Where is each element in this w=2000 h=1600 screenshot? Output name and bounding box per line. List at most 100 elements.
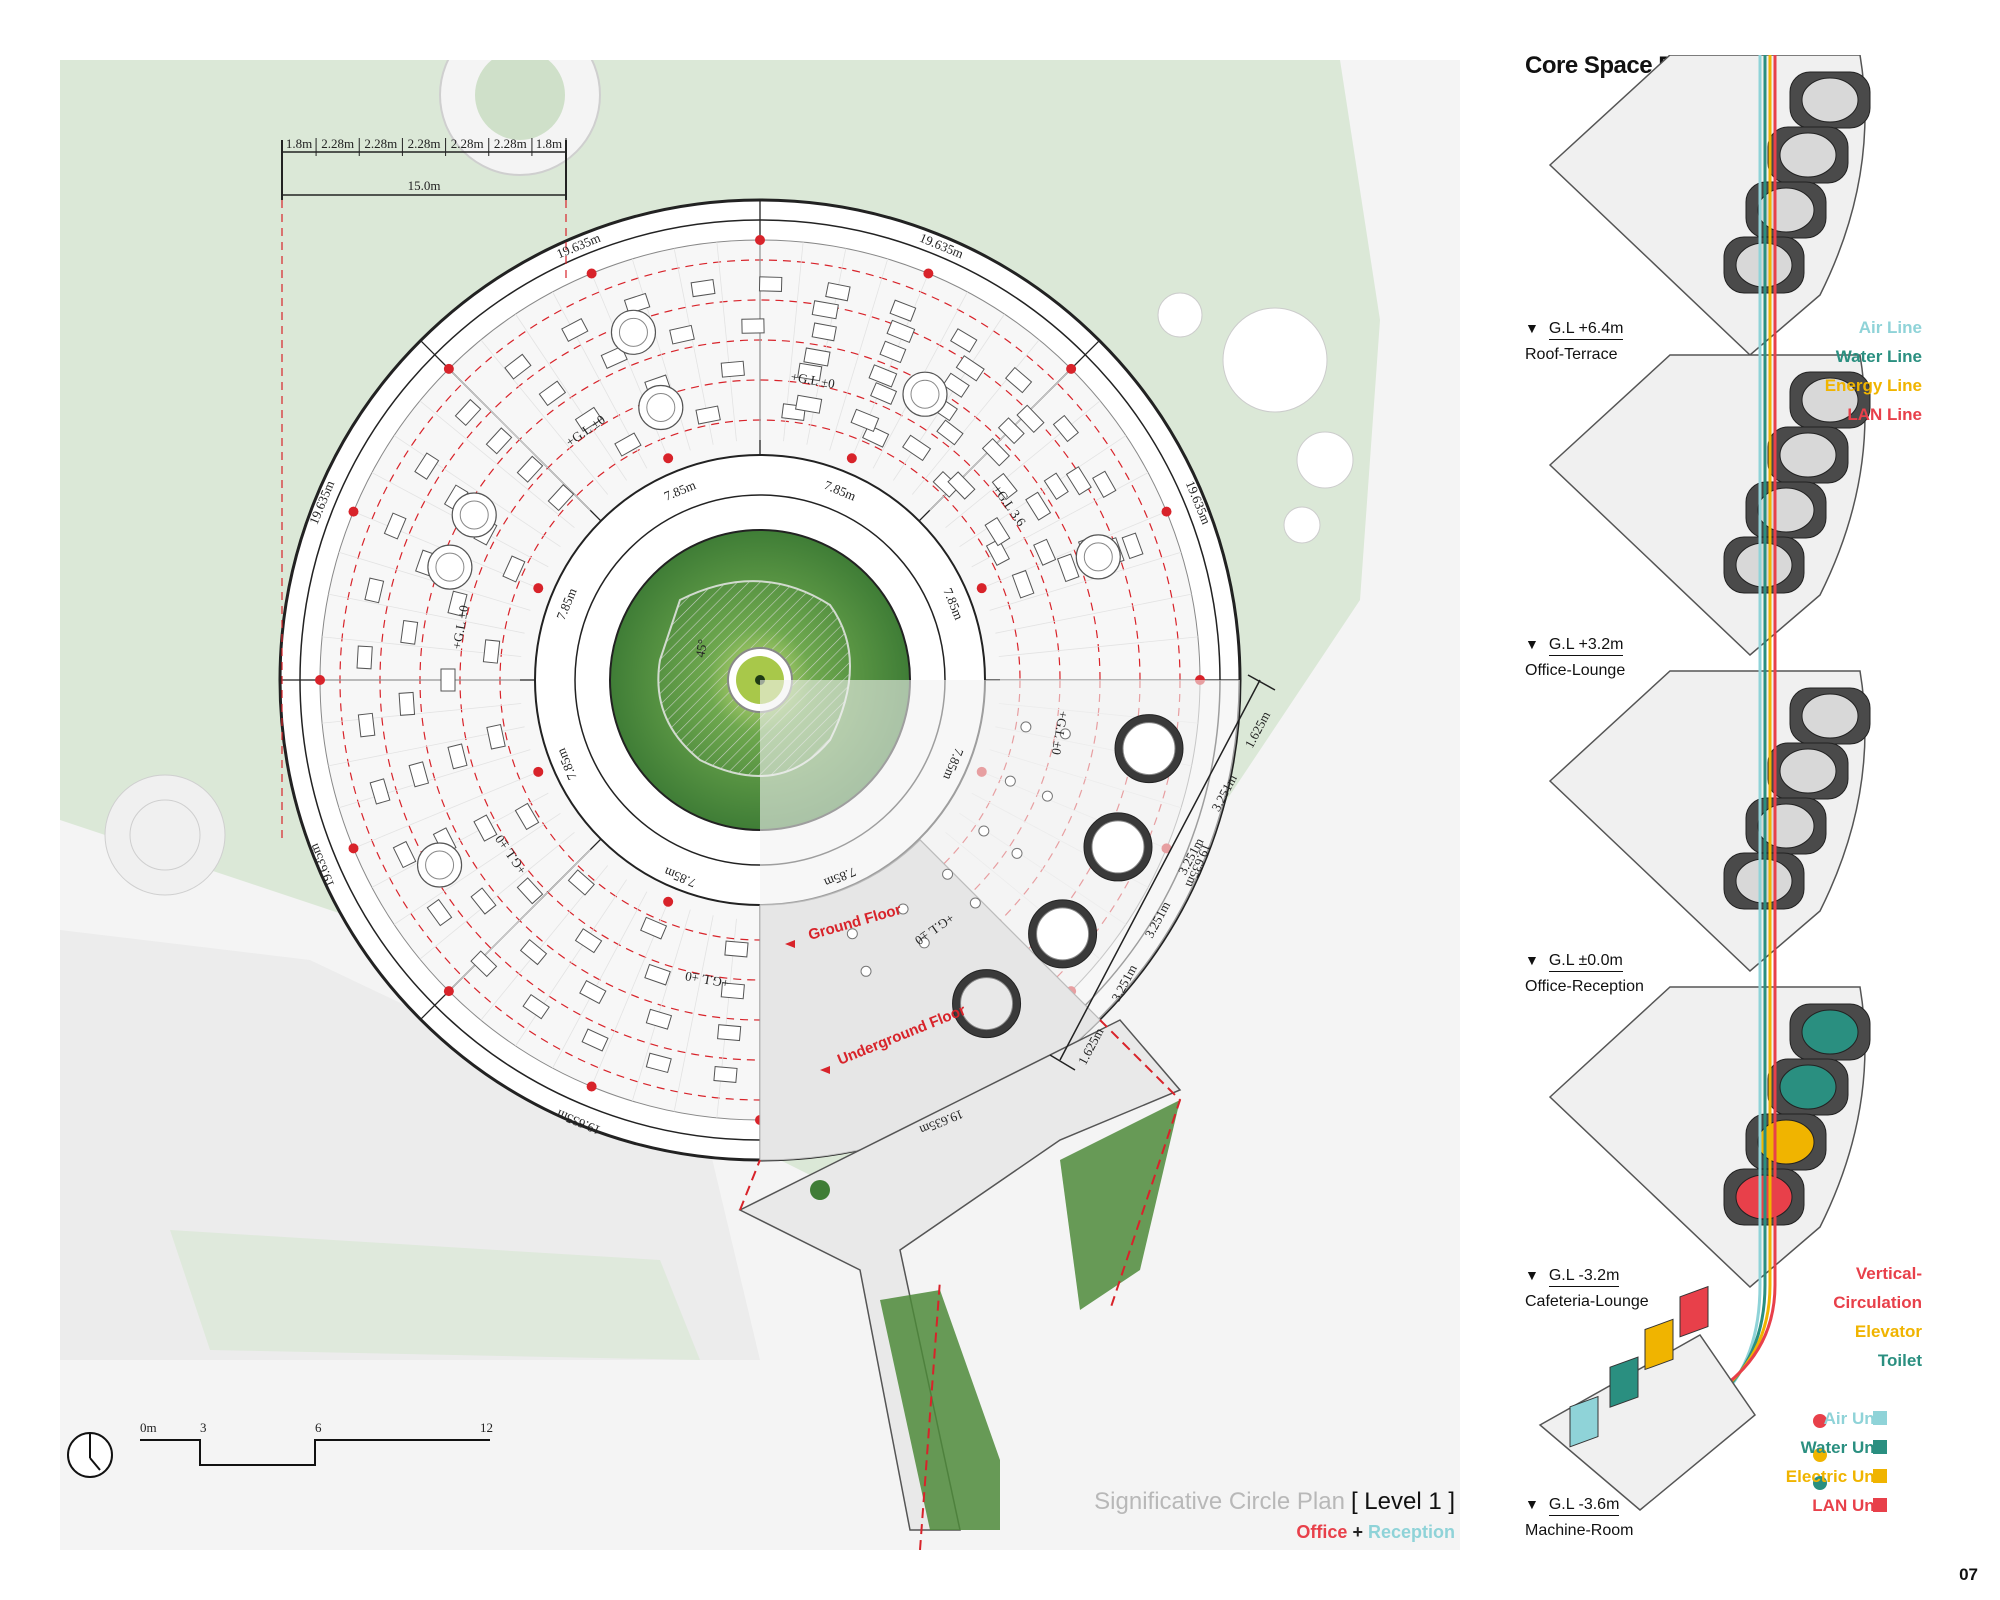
legend-toilet: Toilet — [1877, 1351, 1922, 1370]
desk — [400, 619, 419, 645]
guide-line — [995, 593, 1192, 634]
desk — [574, 928, 603, 954]
desk — [482, 639, 501, 664]
desk — [614, 432, 642, 457]
desk — [369, 778, 391, 805]
desk — [862, 424, 890, 448]
level-label-cafeteria: ▼G.L -3.2m Cafeteria-Lounge — [1525, 1267, 1649, 1311]
top-total-dimension: 15.0m — [408, 178, 441, 193]
reception-stool — [1004, 775, 1016, 787]
desk — [383, 512, 407, 540]
desk — [868, 364, 898, 388]
desk — [879, 340, 907, 364]
subtitle-plus: + — [1352, 1522, 1363, 1542]
core-interior — [960, 977, 1014, 1031]
plan-title: Significative Circle Plan[ Level 1 ] — [1094, 1488, 1455, 1516]
desk — [514, 802, 540, 831]
reception-stool — [918, 937, 930, 949]
column — [586, 1081, 597, 1092]
page-number: 07 — [1959, 1565, 1978, 1584]
entrance-ramp — [738, 1019, 1182, 1531]
round-table — [638, 384, 684, 431]
column — [846, 453, 857, 464]
desk — [991, 472, 1018, 501]
scale-label: 3 — [200, 1420, 207, 1435]
desk — [561, 317, 589, 342]
column — [755, 235, 765, 245]
core-space-diagram — [1538, 55, 1887, 1512]
round-table-inner — [1083, 542, 1113, 572]
core-opening — [1757, 487, 1815, 533]
desk — [522, 993, 550, 1020]
desk — [936, 419, 964, 446]
legend-dot — [1813, 1448, 1827, 1462]
guide-line — [419, 831, 575, 960]
round-table-inner — [425, 850, 455, 880]
machine-unit — [1679, 1285, 1709, 1338]
guide-line — [945, 400, 1101, 529]
left-round-structure — [104, 774, 226, 896]
desk — [1011, 569, 1035, 599]
level-gl: G.L -3.2m — [1548, 1267, 1620, 1287]
underground-floor-arrow — [820, 1066, 830, 1074]
reception-stool — [1011, 847, 1023, 859]
desk — [408, 761, 430, 788]
level-marker-icon: ▼ — [1525, 952, 1539, 968]
core-interior — [1036, 907, 1090, 961]
desk — [356, 645, 373, 670]
column — [1161, 506, 1172, 517]
entrance-outline — [739, 1019, 1182, 1550]
legend-electric-unit: Electric Unit — [1785, 1467, 1885, 1486]
core-level-plate — [1548, 670, 1871, 973]
desk — [1043, 472, 1069, 500]
level-name: Office-Lounge — [1525, 662, 1626, 679]
level-label-office-lounge: ▼G.L +3.2m Office-Lounge — [1525, 636, 1625, 680]
desk — [574, 406, 603, 432]
top-dimension-label: 2.28m — [451, 136, 484, 151]
desk — [811, 322, 837, 342]
guide-line — [393, 813, 561, 925]
core-opening — [1757, 1119, 1815, 1165]
lower-green-strip — [170, 1230, 700, 1360]
top-dimension-label: 2.28m — [408, 136, 441, 151]
top-dimension-label: 2.28m — [364, 136, 397, 151]
guide-line — [552, 891, 648, 1069]
plan-title-text: Significative Circle Plan — [1094, 1488, 1345, 1515]
guide-line — [631, 258, 691, 451]
desk — [470, 887, 497, 915]
desk — [955, 355, 985, 382]
desk — [447, 743, 468, 770]
line-label-energy: Energy Line — [1824, 376, 1922, 395]
column — [533, 766, 544, 777]
reception-stool — [942, 868, 954, 880]
guide-line — [393, 435, 561, 547]
desk — [1121, 532, 1144, 560]
desk — [724, 940, 749, 958]
ramp-green-left — [880, 1290, 1000, 1530]
scale-bar — [140, 1439, 490, 1466]
guide-line — [631, 909, 691, 1102]
plan-level: [ Level 1 ] — [1350, 1488, 1455, 1515]
plan-subtitle: Office + Reception — [1296, 1522, 1455, 1543]
desk — [645, 1008, 673, 1030]
desk — [470, 950, 498, 978]
ground-floor-arrow — [785, 940, 795, 948]
desk — [889, 299, 917, 322]
column — [976, 583, 987, 594]
guide-line — [338, 749, 531, 809]
guide-line — [328, 593, 525, 634]
column — [533, 583, 544, 594]
desk — [803, 347, 831, 367]
legend-swatch — [1873, 1411, 1887, 1425]
meeting-round-tables — [416, 309, 1121, 977]
desk — [414, 452, 440, 480]
level-marker-icon: ▼ — [1525, 320, 1539, 336]
core-opening — [1801, 1009, 1859, 1055]
desk — [902, 434, 932, 462]
desk — [1025, 491, 1052, 521]
guide-line — [448, 368, 591, 511]
desk — [547, 484, 575, 512]
reception-stool — [969, 897, 981, 909]
desk — [486, 723, 506, 750]
